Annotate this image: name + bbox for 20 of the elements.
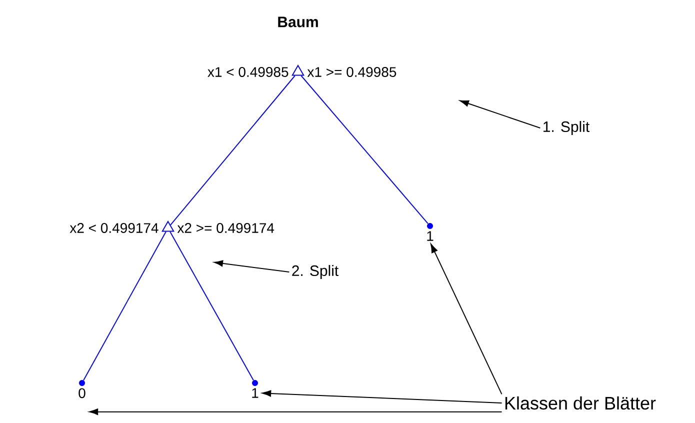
title: Baum [278,16,318,28]
branch-line [300,75,428,224]
arrow [430,244,502,395]
arrow [262,390,502,404]
arrow [89,408,502,415]
branch-line [170,231,254,381]
split-condition: x1 >= 0.49985 [307,67,396,77]
class-label: 0 [78,388,86,398]
split-condition: x2 < 0.499174 [70,223,158,233]
annotation-text: Klassen der Blätter [505,396,656,410]
arrow [460,100,541,128]
branch-line [170,75,296,226]
branch-line [83,231,166,381]
arrow [214,260,290,272]
class-label: 1 [252,388,258,398]
annotation-text: 2. Split [292,265,338,279]
class-label: 1 [427,231,434,241]
split-condition: x1 < 0.49985 [208,67,288,77]
annotation-text: 1. Split [544,121,590,135]
split-condition: x2 >= 0.499174 [177,223,274,233]
